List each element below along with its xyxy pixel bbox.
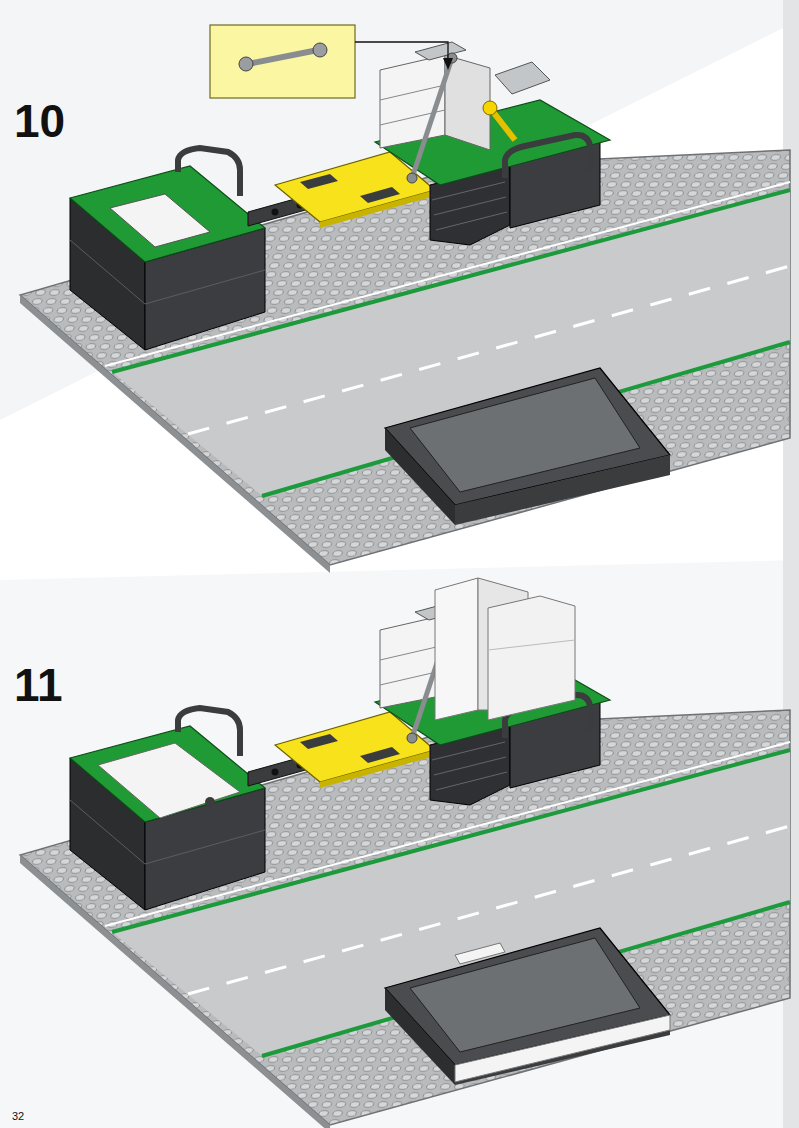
- step-number: 10: [14, 98, 65, 144]
- page-number: 32: [12, 1111, 24, 1122]
- step-10-model: [20, 42, 790, 573]
- step-11-model: [20, 578, 790, 1128]
- parts-callout: [210, 25, 453, 98]
- step-number: 11: [14, 662, 63, 708]
